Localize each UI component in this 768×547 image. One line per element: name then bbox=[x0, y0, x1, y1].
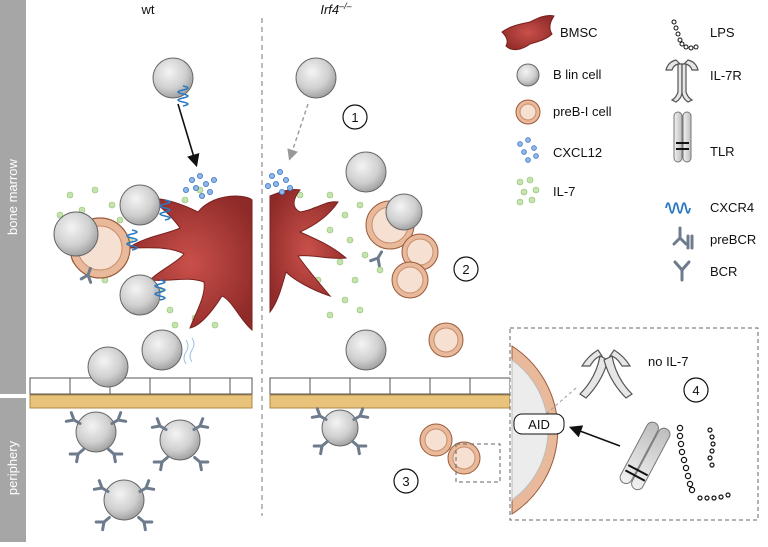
legend-bmsc-label: BMSC bbox=[560, 25, 598, 40]
cxcl12-icon bbox=[517, 137, 539, 163]
legend-left: BMSC B lin cell preB-I cell CXCL12 IL-7 bbox=[501, 15, 612, 206]
svg-text:4: 4 bbox=[692, 383, 699, 398]
legend-lps-label: LPS bbox=[710, 25, 735, 40]
legend-right: LPS IL-7R TLR CXCR4 preBCR BCR bbox=[665, 19, 756, 282]
svg-text:2: 2 bbox=[462, 262, 469, 277]
no-il7-label: no IL-7 bbox=[648, 354, 688, 369]
svg-text:1: 1 bbox=[351, 110, 358, 125]
b-lin-cell bbox=[295, 57, 337, 99]
bone-marrow-label: bone marrow bbox=[5, 158, 20, 234]
b-lin-cell bbox=[87, 346, 129, 388]
il7-icon bbox=[516, 176, 540, 206]
legend-il7r-label: IL-7R bbox=[710, 68, 742, 83]
cxcl12-cluster-left bbox=[182, 172, 217, 199]
cxcr4-icon bbox=[665, 202, 691, 214]
tlr-icon bbox=[673, 111, 692, 163]
legend-preb-label: preB-I cell bbox=[553, 104, 612, 119]
b-lin-cell-icon bbox=[516, 63, 540, 87]
preb-cell-icon bbox=[515, 99, 541, 125]
svg-text:3: 3 bbox=[402, 474, 409, 489]
bmsc-right bbox=[269, 189, 348, 314]
aid-label: AID bbox=[528, 417, 550, 432]
irf4-heading: Irf4–/– bbox=[320, 1, 352, 17]
il7r-icon bbox=[665, 59, 699, 103]
legend-il7-label: IL-7 bbox=[553, 184, 575, 199]
bcr-icon bbox=[673, 260, 691, 282]
b-lin-cell bbox=[345, 151, 387, 193]
legend-cxcr4-label: CXCR4 bbox=[710, 200, 754, 215]
legend-cxcl12-label: CXCL12 bbox=[553, 145, 602, 160]
cxcl12-cluster-right bbox=[264, 168, 293, 195]
stromal-layer-left bbox=[29, 377, 253, 409]
step-marker-3: 3 bbox=[393, 468, 419, 494]
b-lin-cell bbox=[345, 329, 387, 371]
migration-arrow-irf4 bbox=[287, 103, 309, 161]
bmsc-icon bbox=[501, 15, 555, 51]
il7r-inset bbox=[579, 349, 633, 399]
b-lin-cell bbox=[119, 184, 161, 226]
b-lin-cell bbox=[152, 57, 194, 99]
periphery-cells-irf4 bbox=[310, 407, 481, 475]
aid-box bbox=[513, 413, 565, 435]
preb-cluster bbox=[365, 193, 464, 358]
step-marker-1: 1 bbox=[342, 104, 368, 130]
bmsc-left bbox=[126, 195, 253, 332]
tlr-inset bbox=[619, 421, 671, 491]
legend-blin-label: B lin cell bbox=[553, 67, 602, 82]
lps-inset bbox=[676, 424, 731, 501]
migration-arrow-wt bbox=[177, 103, 200, 168]
periphery-b-cells-wt bbox=[64, 411, 210, 532]
step-marker-2: 2 bbox=[453, 256, 479, 282]
aid-induction-arrow bbox=[569, 425, 621, 447]
preb-inner-cell bbox=[53, 211, 99, 257]
lps-icon bbox=[671, 19, 699, 51]
periphery-label: periphery bbox=[5, 440, 20, 495]
b-lin-cell bbox=[119, 274, 161, 316]
zoom-source-box bbox=[455, 443, 501, 483]
b-lin-cell bbox=[141, 329, 183, 371]
bone-marrow-bar bbox=[0, 0, 26, 394]
legend-prebcr-label: preBCR bbox=[710, 232, 756, 247]
prebcr-icon bbox=[672, 226, 694, 250]
stromal-layer-right bbox=[269, 377, 511, 409]
step-marker-4: 4 bbox=[683, 377, 709, 403]
legend-bcr-label: BCR bbox=[710, 264, 737, 279]
wt-heading: wt bbox=[141, 2, 155, 17]
legend-tlr-label: TLR bbox=[710, 144, 735, 159]
periphery-bar bbox=[0, 398, 26, 542]
